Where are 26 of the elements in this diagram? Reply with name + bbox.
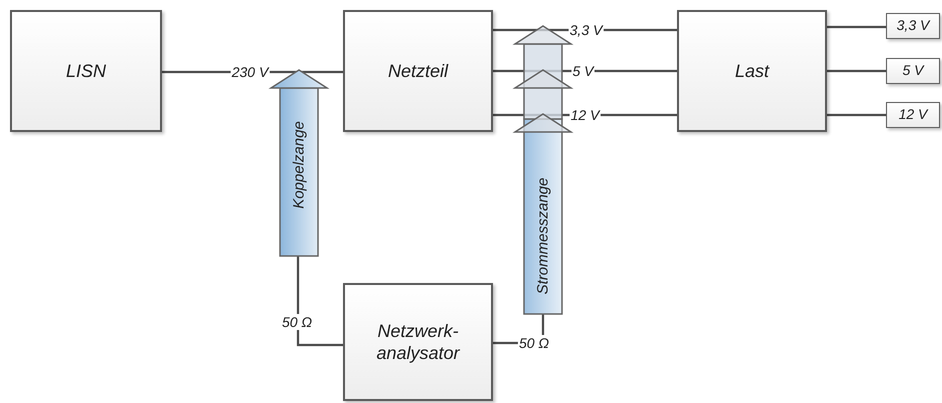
block-label: Netzteil [386,60,450,82]
edge-label: 50 Ω [518,335,550,351]
block-label: Netzwerk- analysator [375,320,461,364]
edge-label: 230 V [230,64,270,80]
block-label: Last [734,60,770,82]
wire [296,256,343,346]
block-box [677,10,827,132]
clamp-label: Strommesszange [534,178,552,294]
block-label: LISN [64,60,108,82]
block-label: 12 V [898,106,930,124]
block-box [343,283,493,401]
block-box [10,10,162,132]
block-box [343,10,493,132]
clamp-label: Koppelzange [290,121,308,209]
edge-label: 3,3 V [568,22,604,38]
edge-label: 12 V [570,107,600,123]
edge-label: 5 V [572,63,594,79]
voltage-box [886,102,940,128]
wire [827,26,886,28]
edge-label: 50 Ω [280,314,314,330]
block-label: 3,3 V [896,17,932,35]
voltage-box [886,58,940,84]
wire [827,114,886,116]
wire [827,70,886,72]
block-label: 5 V [901,62,926,80]
voltage-box [886,13,940,39]
